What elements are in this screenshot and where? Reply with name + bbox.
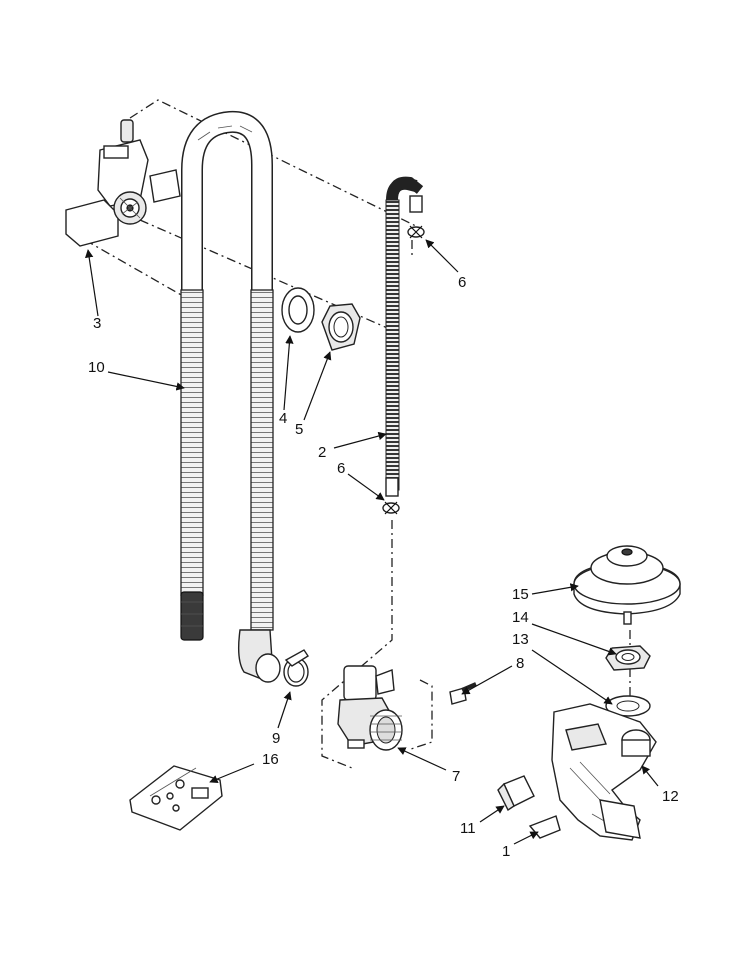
part-12-float-bracket (551, 703, 657, 841)
callout-12: 12 (662, 788, 679, 805)
callout-6-lower: 6 (337, 460, 345, 477)
part-14-nut (605, 645, 651, 671)
callout-15: 15 (512, 586, 529, 603)
part-6-clamp-upper (407, 225, 425, 239)
callout-9: 9 (272, 730, 280, 747)
part-7-inlet-valve (337, 665, 403, 751)
part-11-switch (497, 775, 535, 812)
callout-labels: 3 10 4 5 2 6 6 7 8 9 16 11 1 12 13 14 15 (88, 274, 679, 860)
part-6-clamp-lower (382, 501, 400, 515)
callout-2: 2 (318, 444, 326, 461)
callout-5: 5 (295, 421, 303, 438)
part-13-gasket (605, 695, 651, 717)
callout-6-upper: 6 (458, 274, 466, 291)
part-3-drain-housing (65, 119, 181, 247)
callout-8: 8 (516, 655, 524, 672)
callout-13: 13 (512, 631, 529, 648)
part-2-fill-hose (385, 176, 424, 497)
callout-7: 7 (452, 768, 460, 785)
part-15-float (573, 545, 681, 625)
part-1-actuator (528, 815, 561, 839)
callout-11: 11 (460, 820, 476, 837)
part-9-hose-clamp (283, 649, 309, 687)
callout-14: 14 (512, 609, 529, 626)
callout-16: 16 (262, 751, 279, 768)
callout-1: 1 (502, 843, 510, 860)
part-5-nut (321, 303, 361, 351)
callout-10: 10 (88, 359, 105, 376)
part-4-gasket (281, 287, 315, 333)
callout-4: 4 (279, 410, 287, 427)
leader-lines (84, 239, 659, 845)
callout-3: 3 (93, 315, 101, 332)
part-10-drain-hose (180, 110, 281, 683)
part-16-hardware-bag (129, 765, 223, 831)
